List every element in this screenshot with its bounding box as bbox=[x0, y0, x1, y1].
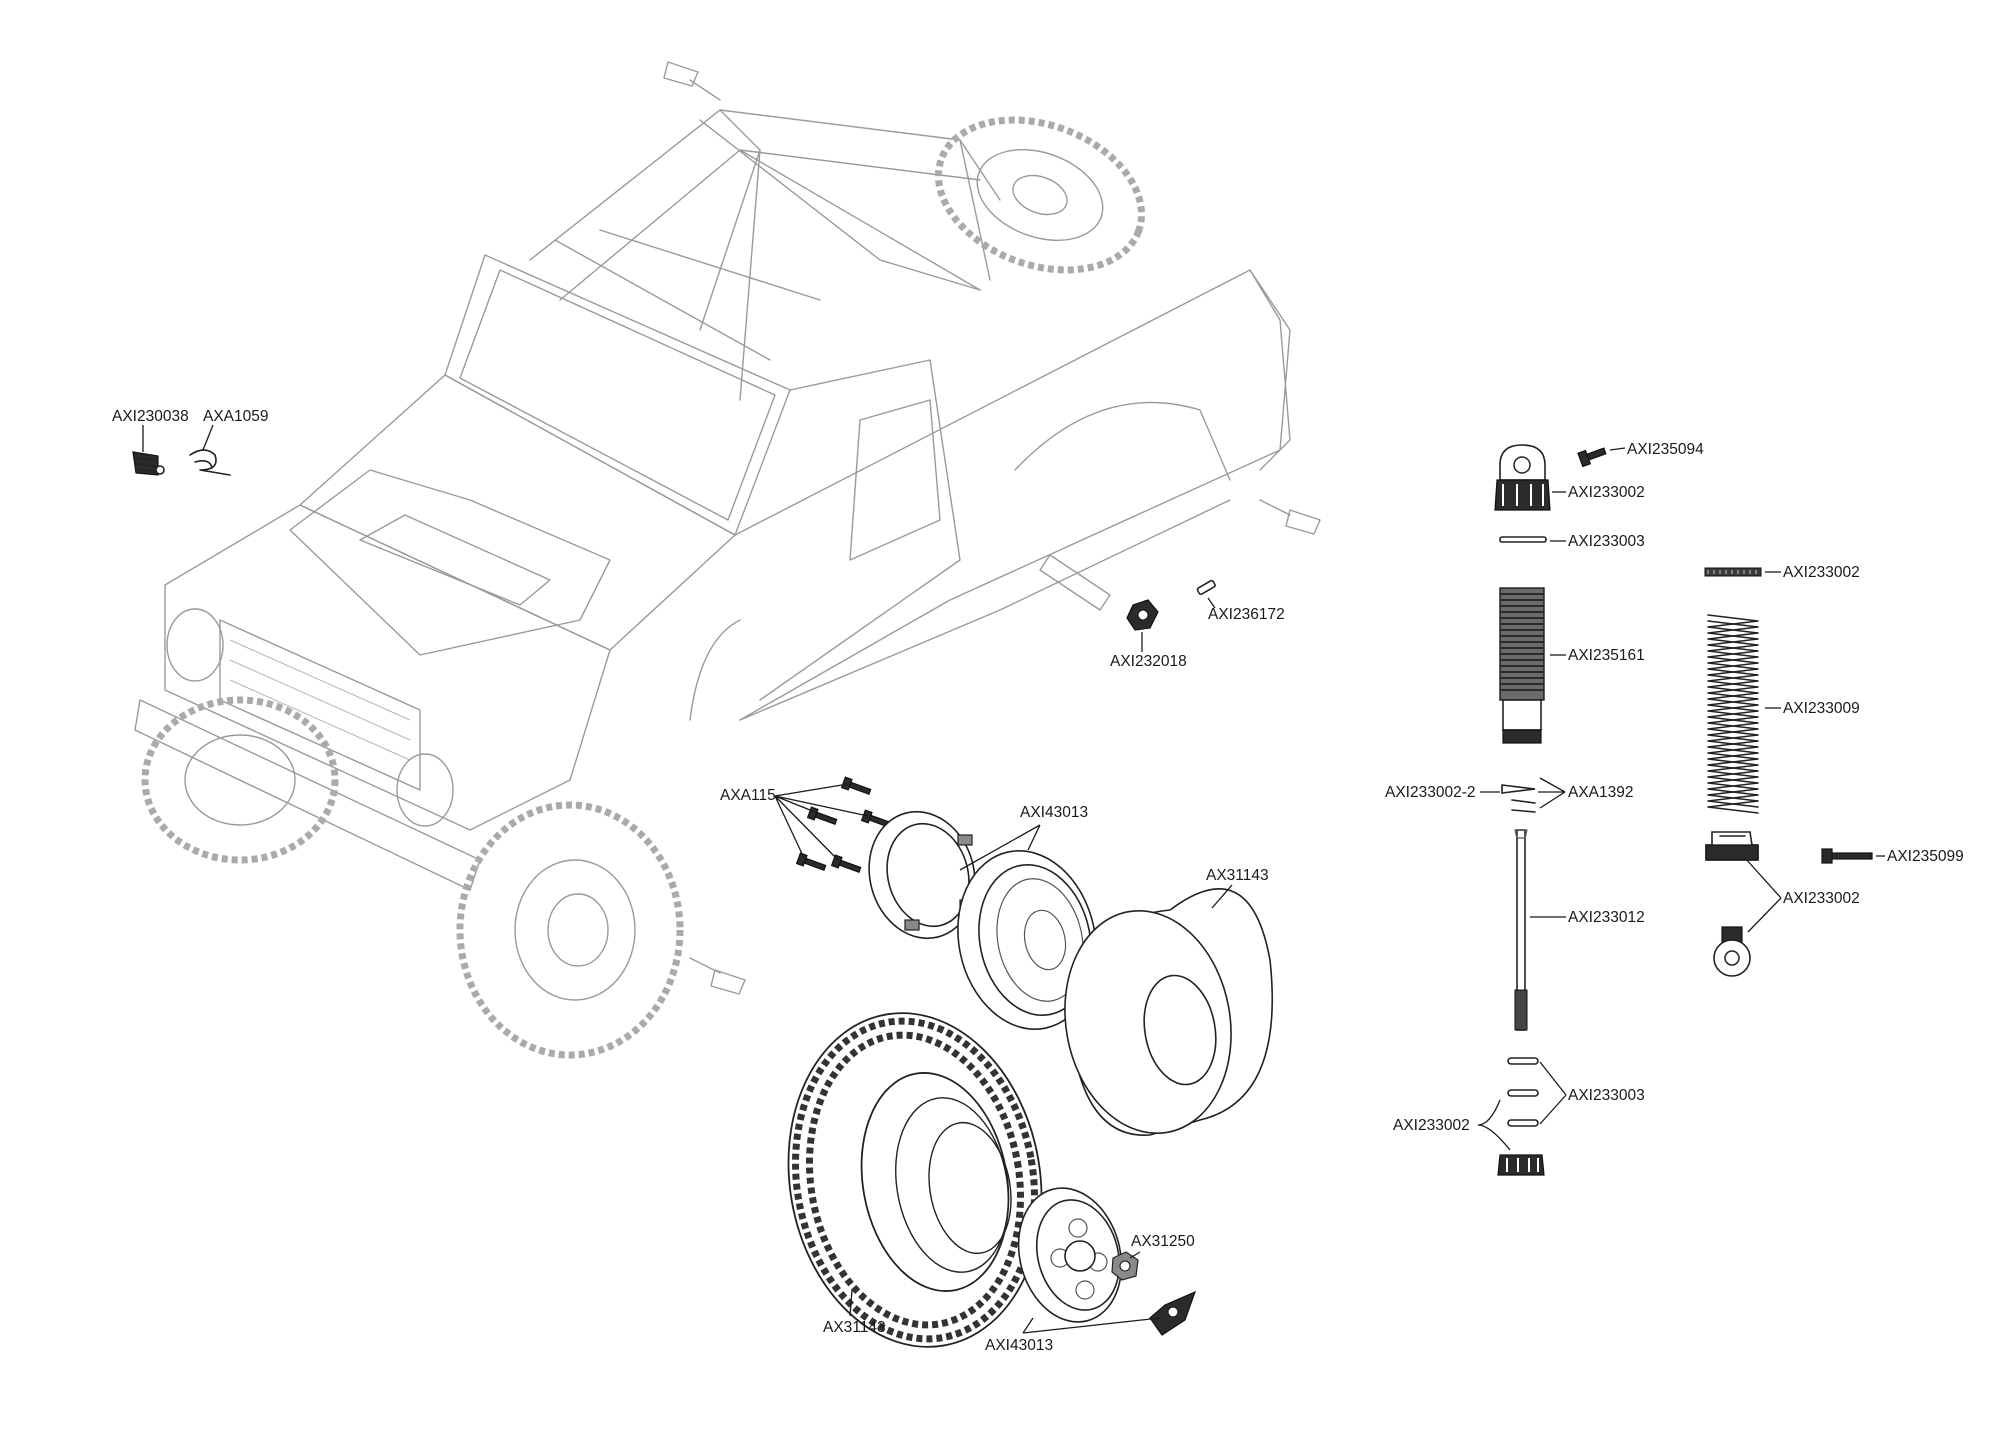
label-axi233003-bottom: AXI233003 bbox=[1568, 1087, 1645, 1104]
wheel-rim-part bbox=[957, 850, 1097, 1030]
spring-cup-part bbox=[1704, 567, 1762, 577]
leader-axa115 bbox=[774, 783, 869, 861]
body-clip-part bbox=[189, 449, 231, 476]
label-axi233002-cap: AXI233002 bbox=[1568, 484, 1645, 501]
coil-spring-part bbox=[1707, 614, 1759, 814]
label-axa1392: AXA1392 bbox=[1568, 784, 1634, 801]
leader-axa1059 bbox=[202, 424, 214, 451]
label-axi233002-end: AXI233002 bbox=[1783, 890, 1860, 907]
lower-orings-part bbox=[1507, 1057, 1539, 1127]
label-ax31250: AX31250 bbox=[1131, 1233, 1195, 1250]
side-screw-part bbox=[1821, 848, 1873, 864]
piston-clips-part bbox=[1501, 784, 1536, 813]
leader-axi233002-bottom bbox=[1477, 1099, 1511, 1151]
leader-ax31143-foam bbox=[1211, 884, 1233, 909]
label-axi43013-bottom: AXI43013 bbox=[985, 1337, 1053, 1354]
leader-axi233003-bottom bbox=[1539, 1061, 1567, 1125]
label-axi233002-spring-cup: AXI233002 bbox=[1783, 564, 1860, 581]
leader-ax31143-tire bbox=[849, 1289, 853, 1317]
label-axi233002-bottom: AXI233002 bbox=[1393, 1117, 1470, 1134]
wheel-screws bbox=[795, 776, 892, 873]
wheel-face-part bbox=[1017, 1187, 1123, 1323]
label-axa1059: AXA1059 bbox=[203, 408, 269, 425]
label-axi232018: AXI232018 bbox=[1110, 653, 1187, 670]
leader-ax31250 bbox=[1129, 1251, 1141, 1259]
label-axi236172: AXI236172 bbox=[1208, 606, 1285, 623]
leader-axi235094 bbox=[1609, 447, 1626, 451]
cap-screw-part bbox=[1577, 447, 1607, 468]
label-axi233003-top: AXI233003 bbox=[1568, 533, 1645, 550]
body-post-part bbox=[132, 451, 165, 476]
leader-axi236172 bbox=[1207, 597, 1216, 609]
shock-body-part bbox=[1499, 587, 1545, 744]
wheel-hex-part bbox=[1126, 599, 1159, 631]
leader-axi233002-end bbox=[1744, 857, 1782, 933]
leader-axi43013-top bbox=[959, 824, 1041, 871]
label-axi235094: AXI235094 bbox=[1627, 441, 1704, 458]
beadlock-ring-part bbox=[868, 810, 976, 940]
shock-shaft-part bbox=[1514, 829, 1528, 1031]
wheel-nut-part bbox=[1111, 1251, 1139, 1281]
label-axi235099: AXI235099 bbox=[1887, 848, 1964, 865]
tire-part bbox=[787, 1012, 1043, 1348]
hex-pin-part bbox=[1196, 579, 1216, 596]
foam-insert-part bbox=[1064, 888, 1274, 1136]
shock-cap-part bbox=[1494, 444, 1551, 511]
label-axi43013-top: AXI43013 bbox=[1020, 804, 1088, 821]
label-axi230038: AXI230038 bbox=[112, 408, 189, 425]
label-ax31143-foam: AX31143 bbox=[1206, 867, 1269, 884]
label-axi233009: AXI233009 bbox=[1783, 700, 1860, 717]
shock-end-part bbox=[1713, 926, 1751, 977]
o-ring-top-part bbox=[1499, 536, 1547, 543]
label-axi233012: AXI233012 bbox=[1568, 909, 1645, 926]
lower-cap-part bbox=[1497, 1154, 1545, 1176]
spring-retainer-part bbox=[1705, 831, 1759, 861]
label-axa115: AXA115 bbox=[720, 787, 776, 804]
leader-axa1392 bbox=[1538, 777, 1566, 809]
truck-body-illustration bbox=[134, 61, 1321, 1059]
center-cap-part bbox=[1149, 1290, 1197, 1336]
label-axi233002-2: AXI233002-2 bbox=[1385, 784, 1476, 801]
leader-axi43013-bottom bbox=[1022, 1317, 1161, 1334]
label-ax31143-tire: AX31143 bbox=[823, 1319, 886, 1336]
label-axi235161: AXI235161 bbox=[1568, 647, 1645, 664]
